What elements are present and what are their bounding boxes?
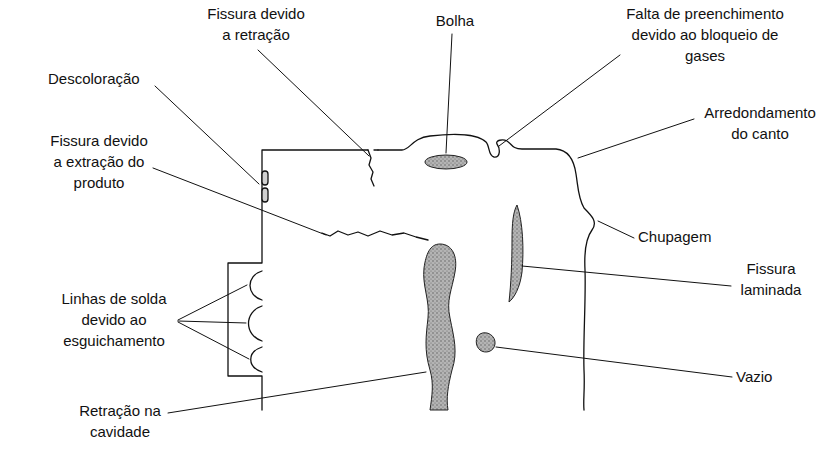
leader-line (168, 372, 426, 413)
defect-label: Bolha (422, 10, 488, 31)
leader-line (496, 347, 732, 377)
leader-line (446, 34, 452, 153)
defect-label: Linhas de solda devido ao esguichamento (52, 288, 176, 351)
weld-line (251, 347, 262, 372)
ejection-crack (322, 231, 428, 240)
weld-line (249, 306, 263, 341)
shrinkage-cavity (424, 244, 456, 410)
defect-label: Arredondamento do canto (698, 102, 822, 144)
leader-line (499, 55, 620, 146)
defect-label: Vazio (736, 366, 796, 387)
gas-bubble (425, 155, 467, 169)
defect-label: Falta de preenchimento devido ao bloquei… (612, 3, 798, 66)
defect-label: Fissura laminada (734, 258, 808, 300)
leader-line (522, 266, 731, 286)
leader-line (598, 221, 634, 238)
leader-line (178, 321, 246, 323)
discoloration-mark (262, 188, 268, 202)
shrinkage-crack-edge (374, 149, 378, 150)
leader-line (578, 119, 694, 158)
leader-line (178, 285, 247, 320)
defect-label: Retração na cavidade (70, 400, 170, 442)
discoloration-mark (262, 171, 268, 185)
part-outline-top-right (378, 134, 594, 410)
defect-label: Fissura devido a extração do produto (44, 130, 154, 193)
leader-line (178, 322, 249, 359)
void (476, 333, 495, 352)
leader-line (153, 168, 326, 235)
defect-label: Fissura devido a retração (201, 3, 311, 45)
leader-line (155, 86, 259, 184)
leader-line (258, 50, 369, 156)
defect-label: Descoloração (48, 68, 160, 89)
part-outline-left (228, 150, 368, 410)
weld-line (250, 271, 262, 300)
defect-label: Chupagem (638, 226, 734, 247)
laminated-crack (509, 205, 523, 302)
